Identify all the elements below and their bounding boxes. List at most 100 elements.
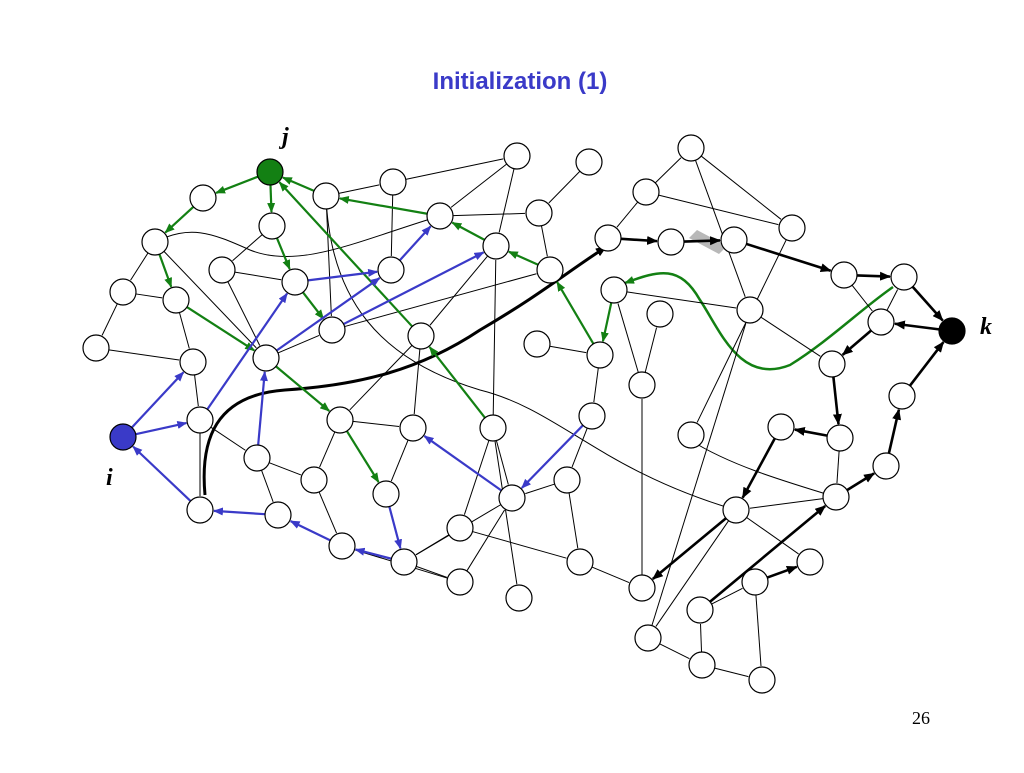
edge [549,345,587,354]
edge [651,323,747,626]
edge [450,163,508,208]
graph-node [741,568,769,596]
graph-node [252,344,280,372]
graph-node [498,484,526,512]
green-arrow-edge [600,302,613,343]
graph-node [536,256,564,284]
graph-node [208,256,236,284]
edge [416,565,447,578]
graph-node [379,168,407,196]
blue-arrow-edge [423,435,503,492]
graph-node [503,142,531,170]
edge [232,234,263,262]
edge [655,520,730,627]
node-k [938,317,966,345]
graph-node [446,568,474,596]
curve-edge [689,439,837,498]
blue-arrow-edge [257,370,268,446]
black-arrow-edge [766,565,798,579]
graph-node [186,406,214,434]
edge [700,623,703,653]
graph-node [722,496,750,524]
edge [654,157,682,184]
edge [760,316,821,357]
graph-node [300,466,328,494]
graph-node [281,268,309,296]
curve-edge [325,195,737,511]
green-arrow-edge [345,430,380,483]
graph-node [634,624,662,652]
green-arrow-edge [281,176,315,192]
graph-node [657,228,685,256]
graph-node [426,202,454,230]
edge [659,643,690,660]
black-arrow-edge [745,242,832,273]
black-arrow-edge [793,426,828,437]
graph-node [525,199,553,227]
graph-node [600,276,628,304]
page-number: 26 [912,708,930,728]
curve-edge [154,215,441,257]
graph-node [578,402,606,430]
black-arrow-edge [832,376,842,426]
edge [101,303,118,336]
edge [494,440,518,585]
label-j: j [278,124,289,150]
edge [338,184,380,194]
graph-node [482,232,510,260]
edge [616,201,639,228]
graph-node [141,228,169,256]
edge [644,327,658,373]
edge [194,374,199,407]
graph-node [162,286,190,314]
blue-arrow-edge [212,507,266,516]
graph-node [778,214,806,242]
edge [349,345,413,411]
edge [617,303,639,373]
graph-node [677,421,705,449]
edge [755,594,762,667]
graph-node [736,296,764,324]
graph-node [888,382,916,410]
edge [714,667,749,678]
graph-node [632,178,660,206]
edge [261,470,274,503]
edge [626,291,737,309]
graph-node [767,413,795,441]
blue-arrow-edge [135,421,188,436]
graph-node [399,414,427,442]
edge [886,289,899,311]
edge [452,212,526,217]
graph-node [594,224,622,252]
green-arrow-edge [556,281,595,345]
node-j [256,158,284,186]
graph-node [179,348,207,376]
blue-arrow-edge [388,506,402,550]
edge [836,450,840,484]
edge [210,426,246,451]
graph-node [326,406,354,434]
green-arrow-edge [507,250,539,266]
graph-node [189,184,217,212]
graph-node [243,444,271,472]
graph-node [720,226,748,254]
graph-node [328,532,356,560]
edge [492,259,497,416]
edge [268,462,302,476]
black-arrow-edge [893,320,940,331]
edge [277,335,320,354]
blue-arrow-edge [307,268,379,282]
green-arrow-edge [275,365,331,412]
edge [696,239,787,423]
edge [405,158,504,180]
graph-node [446,514,474,542]
graph-node [318,316,346,344]
blue-arrow-edge [398,225,432,262]
graph-node [677,134,705,162]
edge [658,194,779,226]
slide-title: Initialization (1) [432,68,608,95]
bold-path-curve [202,245,607,496]
graph-node [566,548,594,576]
edge [593,367,599,403]
green-arrow-edge [451,221,486,241]
